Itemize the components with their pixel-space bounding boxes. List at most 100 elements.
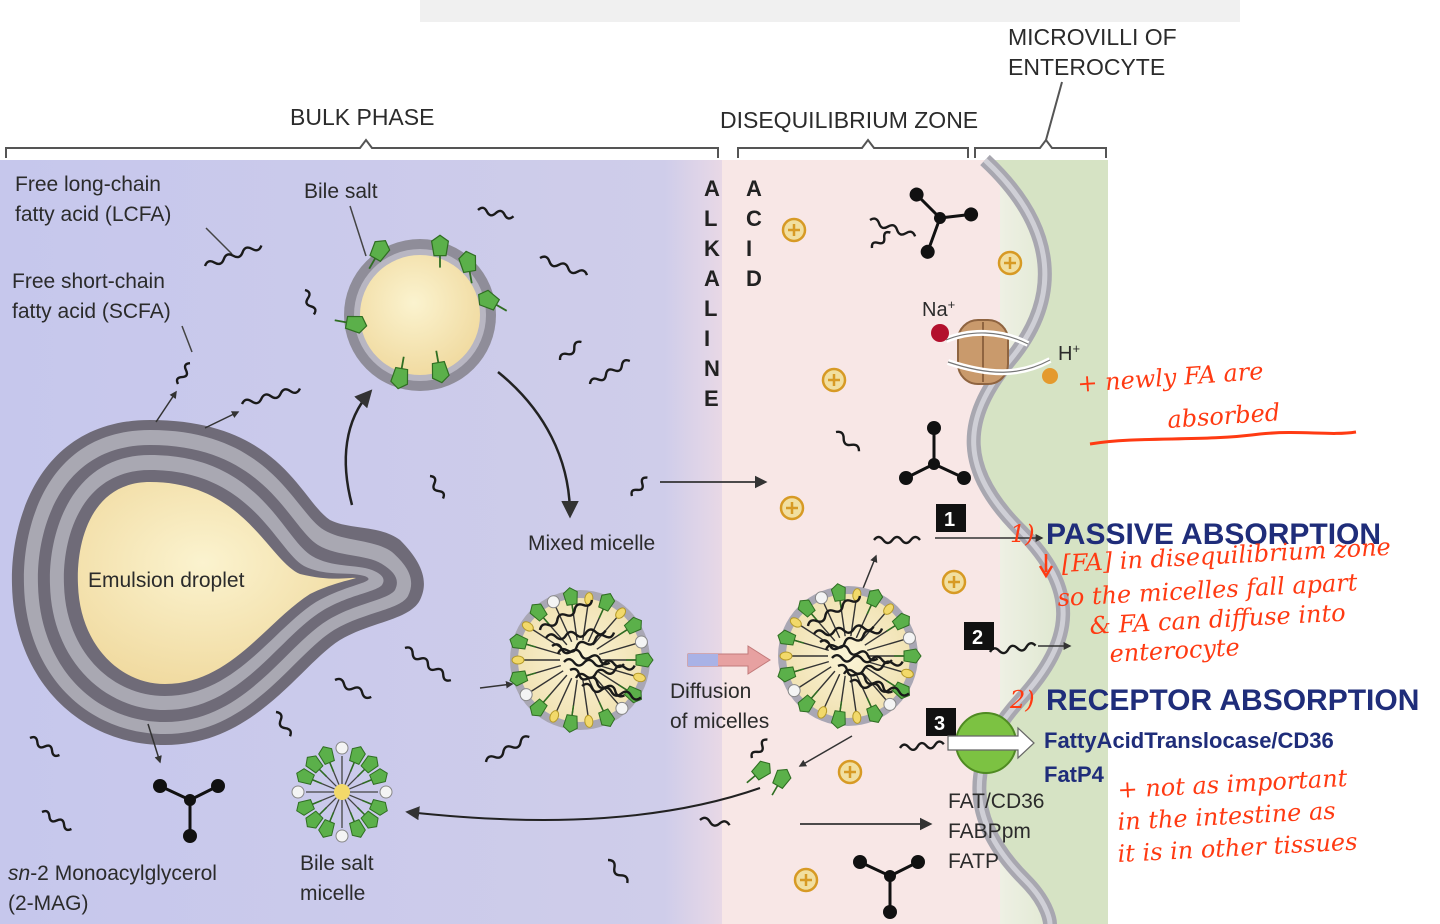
fatty-acid-chain bbox=[873, 535, 921, 545]
bile-salt-body bbox=[891, 612, 910, 631]
scfa-label-line1: Free short-chain bbox=[12, 270, 165, 293]
fatty-acid-chain bbox=[429, 474, 446, 500]
atom bbox=[957, 471, 971, 485]
atom bbox=[899, 471, 913, 485]
bile-salt-body bbox=[305, 810, 324, 829]
micelle-lipid-tail bbox=[592, 615, 619, 646]
diffusion-arrow bbox=[687, 645, 771, 675]
bile-salt-body bbox=[797, 599, 816, 618]
micelle-lipid-tail bbox=[598, 664, 636, 678]
micelle-salt-release-arrow bbox=[798, 735, 853, 767]
bile-salt-body bbox=[369, 799, 388, 816]
bile-salt-tail bbox=[866, 604, 872, 615]
fatty-acid-chain bbox=[988, 642, 1037, 655]
vesicle-to-micelle-arrow bbox=[497, 371, 579, 519]
fatty-acid-chain bbox=[869, 217, 917, 237]
bile-salt-tail bbox=[400, 356, 405, 369]
mag-label-line2: (2-MAG) bbox=[8, 892, 89, 915]
micelle-lipid-tail bbox=[530, 670, 564, 692]
fa-head bbox=[779, 651, 793, 661]
mixed-micelle-disequilibrium bbox=[777, 583, 922, 729]
bile-salt-tail bbox=[810, 690, 819, 699]
h-label: H+ bbox=[1058, 341, 1080, 366]
bile-salt-tail bbox=[839, 701, 843, 712]
bile-salt-tail bbox=[571, 705, 575, 716]
bile-salt-body bbox=[751, 760, 771, 781]
bile-salt-molecule bbox=[458, 250, 477, 284]
bile-salt-body bbox=[777, 629, 797, 646]
bile-salt-body bbox=[529, 603, 548, 622]
bile-salt-tail bbox=[866, 697, 872, 708]
micelle-lipid-tail bbox=[823, 602, 841, 639]
alkaline-letter: A bbox=[704, 176, 720, 201]
phospholipid-head bbox=[902, 631, 916, 645]
mag-prefix: sn bbox=[8, 862, 30, 885]
bile-micelle-head bbox=[335, 741, 349, 755]
alkaline-letter: E bbox=[704, 386, 719, 411]
fatty-acid-chain bbox=[630, 476, 648, 497]
bile-salt-molecule bbox=[894, 648, 922, 664]
monoacylglycerol-molecules bbox=[153, 187, 979, 919]
bile-salt-body bbox=[360, 755, 379, 774]
na-text: Na bbox=[922, 299, 948, 321]
bile-salt-molecule bbox=[830, 701, 846, 729]
bile-salt-tail bbox=[312, 779, 322, 785]
micelle-lipid-tail bbox=[860, 611, 887, 642]
atom bbox=[183, 829, 197, 843]
bile-salt-tail bbox=[357, 768, 366, 777]
fatty-acid-chain bbox=[831, 653, 893, 665]
mixed-micelle-label: Mixed micelle bbox=[528, 532, 655, 555]
bile-salt-tail bbox=[526, 643, 537, 648]
na-h-exchanger bbox=[944, 319, 1052, 385]
micelle-lipid-tail bbox=[866, 660, 904, 674]
fa-head bbox=[615, 607, 627, 619]
bile-salt-molecule bbox=[618, 616, 642, 636]
bile-salt-tail bbox=[618, 684, 628, 691]
fatty-acid-chain bbox=[484, 735, 530, 763]
step-1: 1 bbox=[936, 504, 966, 532]
micelle-lipid-tail bbox=[866, 638, 904, 652]
fatty-acid-chain bbox=[835, 430, 861, 452]
bile-salt-molecule bbox=[334, 315, 368, 334]
step-3-label: 3 bbox=[934, 713, 945, 735]
micelle-lipid-tail bbox=[798, 666, 832, 688]
fatty-acid-chain bbox=[812, 624, 875, 637]
micelle-lipid-tail bbox=[823, 673, 841, 710]
fa-head bbox=[549, 710, 560, 723]
bile-salt-molecule bbox=[349, 746, 366, 772]
atom bbox=[934, 212, 946, 224]
phospholipid-head bbox=[615, 701, 629, 715]
passive-absorption-heading: PASSIVE ABSORPTION bbox=[1046, 518, 1381, 551]
fatty-acid-chain bbox=[334, 677, 372, 700]
lcfa-label-line1: Free long-chain bbox=[15, 173, 161, 196]
fat-cd36-transporter bbox=[947, 712, 1035, 774]
atom bbox=[211, 779, 225, 793]
bile-salt-body bbox=[430, 234, 450, 257]
bile-salt-body bbox=[797, 694, 816, 713]
bile-salt-tail bbox=[598, 701, 604, 712]
transporter-fabppm: FABPpm bbox=[948, 820, 1031, 843]
bile-salt-molecule bbox=[305, 755, 327, 777]
atom bbox=[884, 870, 896, 882]
bile-salt-body bbox=[318, 746, 335, 765]
bile-salt-molecule bbox=[390, 356, 409, 390]
bile-salt-molecule bbox=[357, 755, 379, 777]
bile-salt-body bbox=[772, 768, 792, 790]
acid-letter: I bbox=[746, 236, 752, 261]
fatty-acid-chain bbox=[870, 230, 891, 249]
bile-salt-tail bbox=[794, 639, 805, 644]
fatty-acid-chain bbox=[175, 362, 191, 385]
receptor-absorption-heading: RECEPTOR ABSORPTION bbox=[1046, 684, 1419, 717]
bile-salt-tail bbox=[368, 257, 376, 270]
diffusion-label-line2: of micelles bbox=[670, 710, 769, 733]
glycerol-molecule bbox=[853, 855, 925, 919]
bile-salt-tail bbox=[329, 812, 335, 822]
bile-micelle-label-line2: micelle bbox=[300, 882, 365, 905]
fatty-acid-squiggles bbox=[29, 206, 1037, 884]
fatty-acid-chain bbox=[539, 255, 589, 276]
bile-salt-tail bbox=[526, 672, 537, 677]
mag-label-text: -2 Monoacylglycerol bbox=[30, 862, 217, 885]
transporter-fatp: FATP bbox=[948, 850, 999, 873]
recycle-arrow bbox=[405, 787, 761, 821]
